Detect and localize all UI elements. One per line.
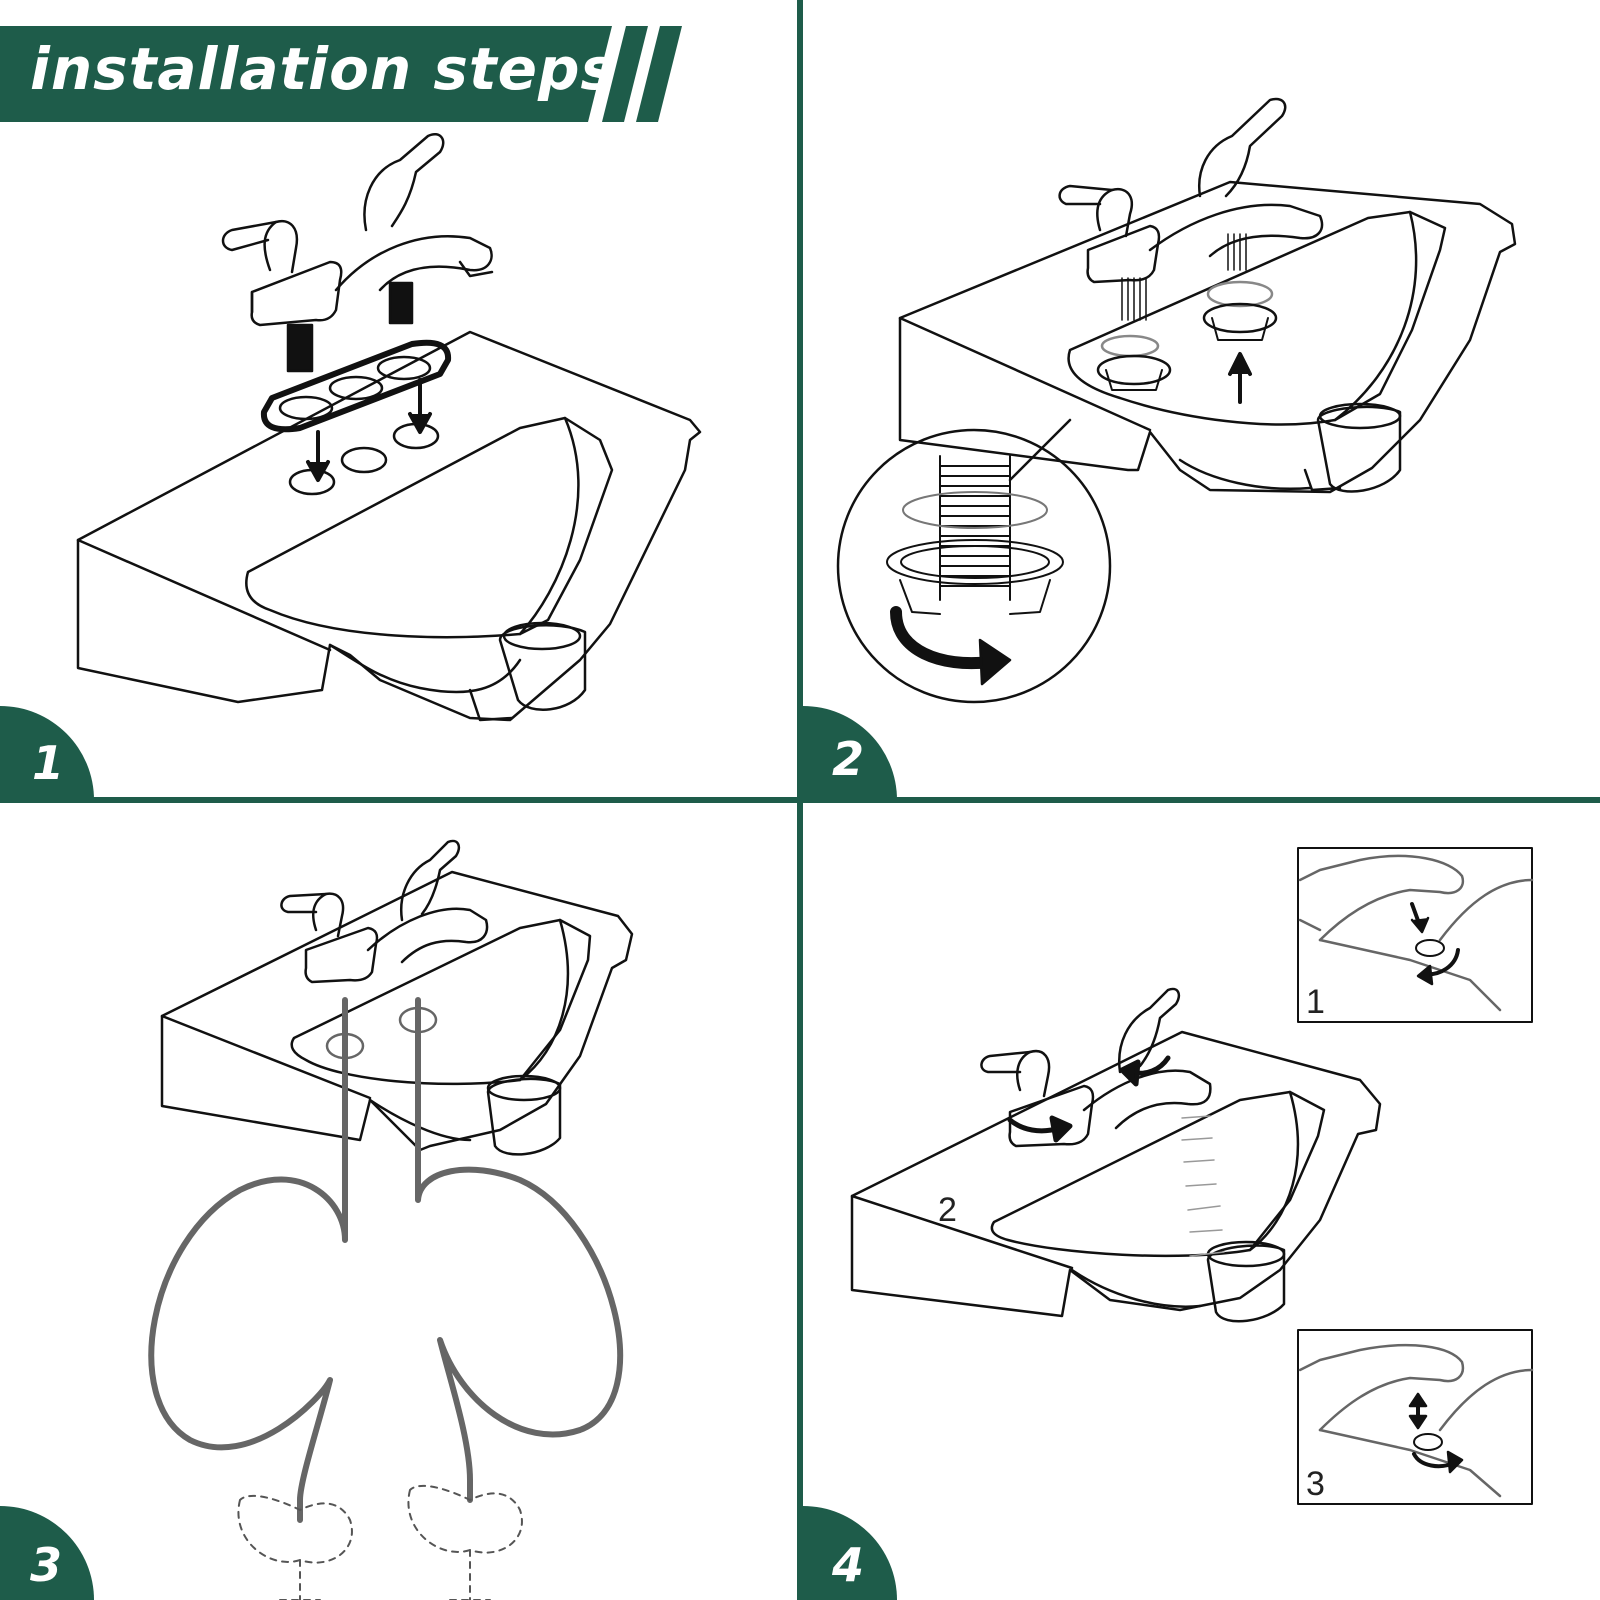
basin-markings-4 bbox=[1181, 1115, 1225, 1257]
faucet-3 bbox=[280, 839, 489, 984]
step-3-illustration bbox=[148, 839, 634, 1600]
detail-callout-2 bbox=[836, 418, 1112, 704]
drain-parts-2 bbox=[1096, 280, 1278, 391]
step-number-4: 4 bbox=[832, 1538, 865, 1592]
faucet-2 bbox=[1058, 97, 1324, 284]
faucet-1 bbox=[221, 133, 494, 373]
inset-box-3 bbox=[1297, 1329, 1534, 1505]
inset-label-1: 1 bbox=[1306, 983, 1325, 1021]
header-banner bbox=[0, 26, 682, 122]
supply-hoses-3 bbox=[148, 997, 624, 1523]
up-arrow-2 bbox=[1228, 352, 1252, 404]
page-title: installation steps bbox=[30, 35, 617, 103]
inset-label-3: 3 bbox=[1306, 1465, 1325, 1503]
step-badge-3 bbox=[0, 1506, 94, 1600]
step-number-1: 1 bbox=[32, 736, 65, 790]
step-badge-1 bbox=[0, 706, 94, 800]
step-4-illustration bbox=[850, 847, 1534, 1505]
sink-4 bbox=[850, 1030, 1382, 1323]
step-number-2: 2 bbox=[832, 732, 865, 786]
step-badge-2 bbox=[803, 706, 897, 800]
rotation-arrows-4 bbox=[1007, 1055, 1171, 1143]
down-arrows bbox=[306, 378, 432, 482]
step-2-illustration bbox=[836, 97, 1517, 704]
step-number-3: 3 bbox=[30, 1538, 63, 1592]
step-1-illustration bbox=[76, 133, 702, 722]
gasket-plate bbox=[260, 339, 452, 433]
supply-hose-caps-3 bbox=[325, 1006, 438, 1060]
sink-1 bbox=[76, 330, 702, 722]
sink-3 bbox=[160, 870, 634, 1156]
sink-2 bbox=[898, 180, 1517, 494]
faucet-4 bbox=[980, 987, 1212, 1148]
panel-divider-horizontal bbox=[0, 797, 1600, 803]
shutoff-valves-3 bbox=[237, 1484, 523, 1600]
step-badge-4 bbox=[803, 1506, 897, 1600]
inset-box-1 bbox=[1297, 847, 1534, 1023]
supply-stems-2 bbox=[1121, 233, 1247, 321]
inset-label-2: 2 bbox=[938, 1191, 957, 1229]
